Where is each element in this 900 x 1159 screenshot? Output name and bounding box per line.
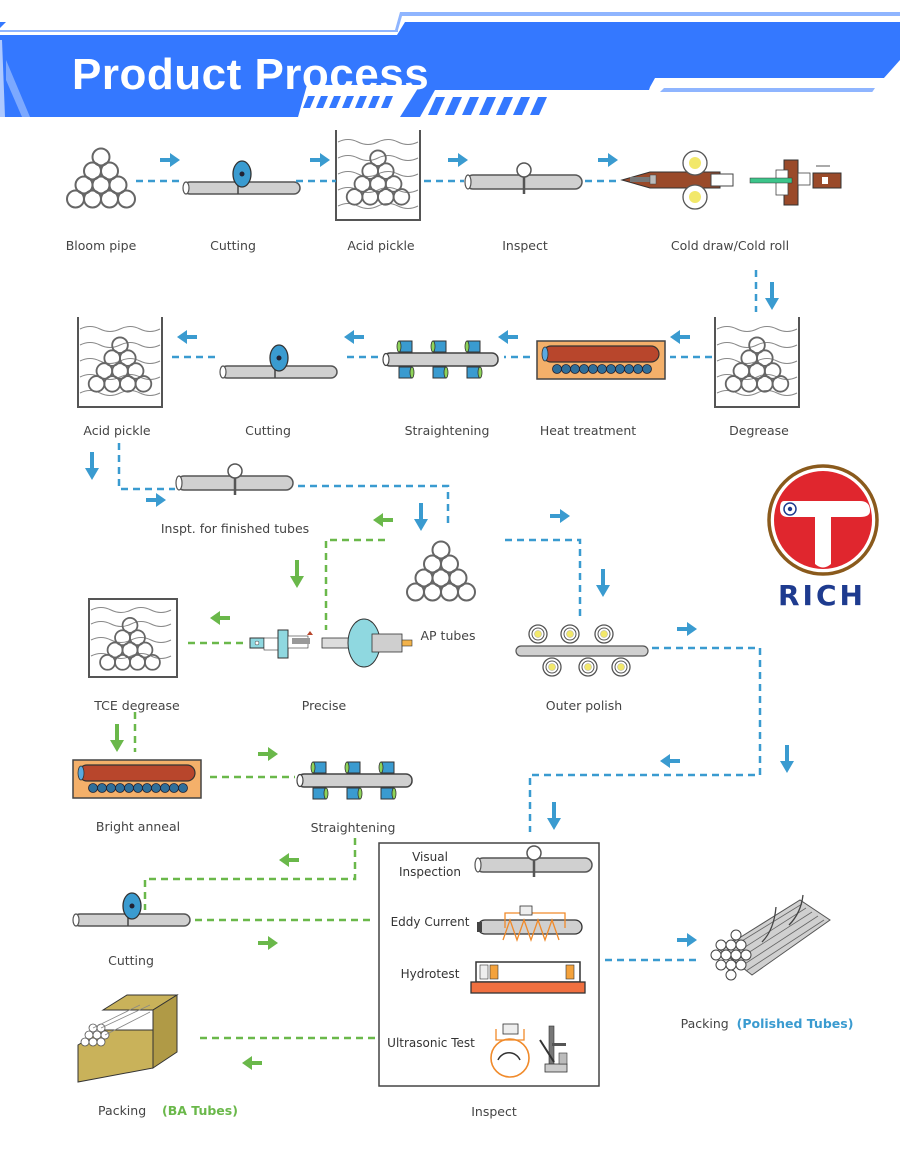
- step-label-cutting-3: Cutting: [108, 953, 154, 968]
- arrow-left-icon: [670, 330, 690, 344]
- inspect-item-eddy: Eddy Current: [390, 915, 470, 929]
- arrow-left-icon: [344, 330, 364, 344]
- degrease-icon: [715, 317, 799, 407]
- arrow-down-icon: [547, 802, 561, 830]
- arrow-right-icon: [598, 153, 618, 167]
- step-label-precise: Precise: [301, 698, 347, 713]
- packing-polished-icon: [710, 894, 831, 981]
- rich-logo: [767, 464, 879, 576]
- step-label-bloom-pipe: Bloom pipe: [65, 238, 137, 253]
- banner-stripes-left: [303, 96, 393, 108]
- cutting-icon-3: [72, 892, 191, 927]
- arrow-right-icon: [550, 509, 570, 523]
- step-label-straightening-2: Straightening: [310, 820, 396, 835]
- inspect-item-ultrasonic: Ultrasonic Test: [387, 1036, 475, 1050]
- inspt-finished-icon: [174, 462, 295, 497]
- arrow-down-icon: [596, 569, 610, 597]
- page-title: Product Process: [72, 50, 430, 99]
- arrow-right-icon: [160, 153, 180, 167]
- outer-polish-icon: [515, 624, 649, 677]
- arrow-left-icon: [498, 330, 518, 344]
- acid-pickle-icon-2: [78, 317, 162, 407]
- banner-body: [0, 22, 900, 117]
- precise-icon: [249, 618, 413, 668]
- banner-stripes-right: [428, 97, 547, 115]
- packing-polished-text: Packing: [680, 1016, 729, 1031]
- step-label-tce-degrease: TCE degrease: [94, 698, 180, 713]
- step-label-bright-anneal: Bright anneal: [95, 819, 181, 834]
- step-label-packing-polished: Packing (Polished Tubes): [681, 1016, 854, 1031]
- arrow-left-icon: [210, 611, 230, 625]
- arrow-left-icon: [660, 754, 680, 768]
- arrow-right-icon: [448, 153, 468, 167]
- arrow-right-icon: [146, 493, 166, 507]
- ap-tubes-icon: [406, 540, 476, 602]
- inspect-item-visual: Visual Inspection: [399, 850, 461, 879]
- connector-g5: [143, 838, 357, 910]
- inspect-item-hydro: Hydrotest: [400, 967, 460, 981]
- heat-treatment-icon: [536, 340, 666, 380]
- packing-ba-note: (BA Tubes): [162, 1103, 238, 1118]
- step-label-inspt-finished: Inspt. for finished tubes: [160, 521, 310, 536]
- arrow-down-icon: [780, 745, 794, 773]
- cutting-icon-1: [182, 160, 301, 195]
- logo-t-letter: [780, 501, 870, 568]
- arrow-down-icon: [110, 724, 124, 752]
- bloom-pipe-icon: [66, 147, 136, 209]
- header-banner: [0, 12, 900, 117]
- step-label-straightening-1: Straightening: [404, 423, 490, 438]
- cutting-icon-2: [219, 344, 338, 379]
- eddy-current-icon: [477, 905, 583, 942]
- step-label-acid-pickle-1: Acid pickle: [347, 238, 415, 253]
- bright-anneal-icon: [72, 759, 202, 799]
- arrow-down-icon: [414, 503, 428, 531]
- arrow-down-icon: [290, 560, 304, 588]
- connector-10: [117, 443, 175, 491]
- step-label-cutting-1: Cutting: [210, 238, 256, 253]
- arrow-left-icon: [242, 1056, 262, 1070]
- arrow-right-icon: [258, 747, 278, 761]
- packing-ba-icon: [77, 994, 179, 1083]
- arrow-left-icon: [373, 513, 393, 527]
- step-label-packing-ba: Packing (BA Tubes): [98, 1103, 238, 1118]
- step-label-outer-polish: Outer polish: [545, 698, 623, 713]
- hydrotest-icon: [470, 961, 586, 994]
- ultrasonic-test-icon: [490, 1023, 568, 1078]
- tce-degrease-icon: [88, 598, 178, 678]
- step-label-inspect-final: Inspect: [471, 1104, 517, 1119]
- cold-draw-icon: [620, 150, 842, 210]
- arrow-right-icon: [310, 153, 330, 167]
- arrow-down-icon: [765, 282, 779, 310]
- step-label-cold-draw: Cold draw/Cold roll: [670, 238, 790, 253]
- step-label-heat-treatment: Heat treatment: [539, 423, 637, 438]
- connector-11: [298, 484, 450, 524]
- connector-12: [505, 538, 582, 617]
- packing-ba-text: Packing: [98, 1103, 147, 1118]
- packing-polished-note: (Polished Tubes): [736, 1016, 854, 1031]
- straightening-icon-1: [382, 340, 499, 379]
- connector-13: [528, 646, 762, 832]
- step-label-inspect-1: Inspect: [502, 238, 548, 253]
- arrow-right-icon: [258, 936, 278, 950]
- arrow-left-icon: [177, 330, 197, 344]
- logo-text: RICH: [778, 579, 866, 612]
- step-label-cutting-2: Cutting: [245, 423, 291, 438]
- arrow-right-icon: [677, 933, 697, 947]
- straightening-icon-2: [296, 761, 413, 800]
- arrow-right-icon: [677, 622, 697, 636]
- arrow-left-icon: [279, 853, 299, 867]
- connector-g1: [324, 538, 385, 630]
- step-label-acid-pickle-2: Acid pickle: [83, 423, 151, 438]
- arrow-down-icon: [85, 452, 99, 480]
- step-label-degrease: Degrease: [729, 423, 789, 438]
- inspect-icon-1: [463, 161, 584, 196]
- acid-pickle-icon-1: [336, 130, 420, 220]
- step-label-ap-tubes: AP tubes: [420, 628, 476, 643]
